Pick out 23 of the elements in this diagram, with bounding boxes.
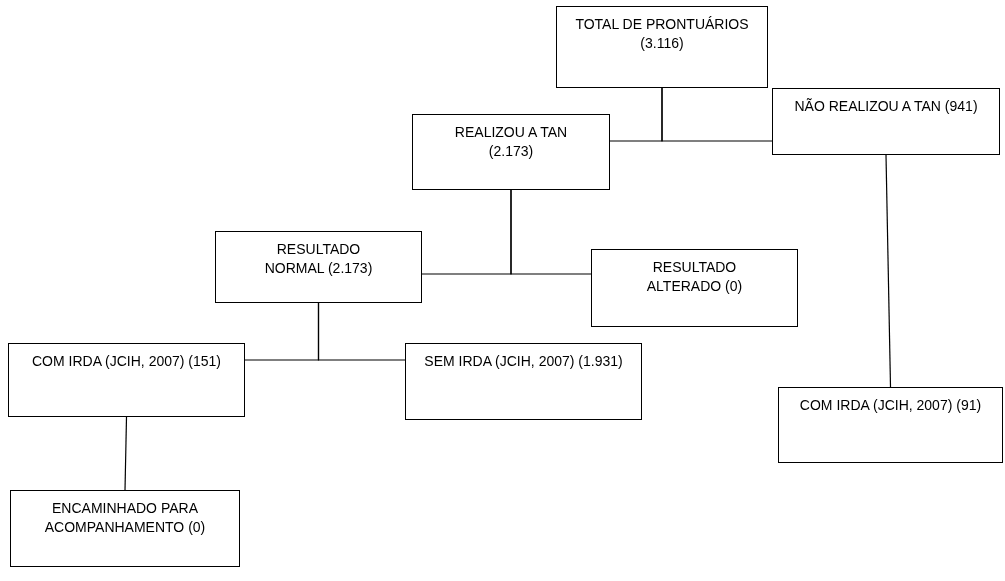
box-text: ENCAMINHADO PARA ACOMPANHAMENTO (0) [43,499,207,537]
process-box [556,6,768,88]
connector-line [885,154,892,388]
connector-line [510,189,592,275]
box-text: COM IRDA (JCIH, 2007) (151) [31,352,222,371]
connector-line [317,302,406,361]
box-text: TOTAL DE PRONTUÁRIOS (3.116) [574,15,750,53]
box-text: REALIZOU A TAN (2.173) [453,123,569,161]
box-text: COM IRDA (JCIH, 2007) (91) [799,396,982,415]
connector-line [124,416,128,491]
box-text: RESULTADO NORMAL (2.173) [263,240,374,278]
process-box [10,490,240,567]
connector-line [661,87,773,142]
process-box [778,387,1003,463]
process-box [405,343,642,420]
process-box [8,343,245,417]
process-box [215,231,422,303]
box-text: SEM IRDA (JCIH, 2007) (1.931) [424,352,623,371]
process-box [412,114,610,190]
box-text: RESULTADO ALTERADO (0) [645,258,744,296]
box-text: NÃO REALIZOU A TAN (941) [794,97,978,116]
process-box [772,88,1000,155]
process-box [591,249,798,327]
